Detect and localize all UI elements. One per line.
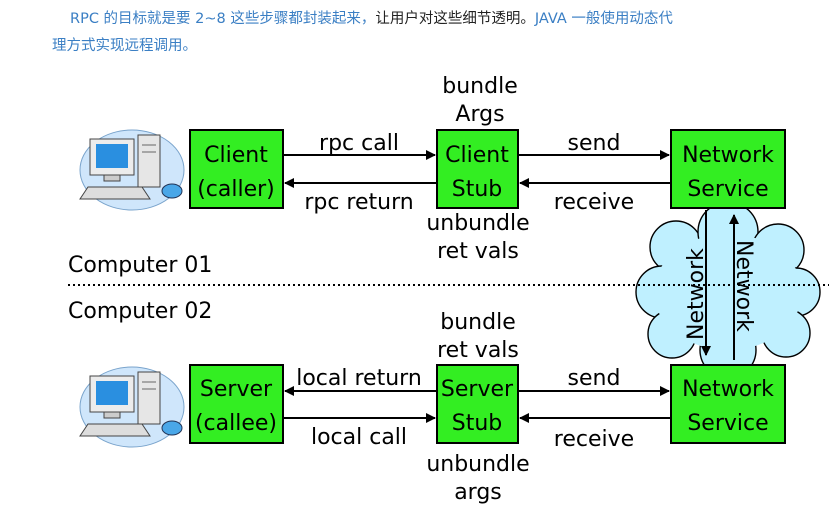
label-send-top: send xyxy=(568,131,621,156)
intro-text-4: 理方式实现远程调用。 xyxy=(52,38,197,54)
svg-text:Client: Client xyxy=(445,143,509,168)
svg-text:Stub: Stub xyxy=(452,411,503,436)
cloud-label-left: Network xyxy=(684,248,709,340)
svg-text:(caller): (caller) xyxy=(197,177,275,202)
svg-text:(callee): (callee) xyxy=(195,411,277,436)
server-box: Server (callee) xyxy=(189,364,284,444)
svg-text:Service: Service xyxy=(687,177,768,202)
svg-text:Server: Server xyxy=(200,377,273,402)
network-cloud xyxy=(635,201,821,379)
label-send-bottom: send xyxy=(568,366,621,391)
label-ret-vals: ret vals xyxy=(437,239,519,264)
label-computer-01: Computer 01 xyxy=(68,253,212,278)
intro-text-2: 让用户对这些细节透明。 xyxy=(375,11,535,27)
label-rpc-call: rpc call xyxy=(319,131,399,156)
label-local-call: local call xyxy=(311,425,407,450)
label-rpc-return: rpc return xyxy=(304,190,413,215)
label-local-return: local return xyxy=(296,366,422,391)
label-args: Args xyxy=(455,102,504,127)
network-service-box-top: Network Service xyxy=(670,129,786,209)
server-stub-box: Server Stub xyxy=(436,364,519,444)
label-bundle: bundle xyxy=(442,74,517,99)
label-receive-bottom: receive xyxy=(554,427,634,452)
label-receive-top: receive xyxy=(554,190,634,215)
label-unbundle: unbundle xyxy=(426,211,529,236)
svg-text:Network: Network xyxy=(682,143,774,168)
computer-icon-top xyxy=(79,129,185,211)
label-unbundle-bottom: unbundle xyxy=(426,452,529,477)
intro-text-1: RPC 的目标就是要 2~8 这些步骤都封装起来， xyxy=(70,11,376,27)
intro-paragraph: RPC 的目标就是要 2~8 这些步骤都封装起来，让用户对这些细节透明。JAVA… xyxy=(52,6,812,60)
svg-text:Stub: Stub xyxy=(452,177,503,202)
label-bundle-bottom: bundle xyxy=(440,310,515,335)
label-ret-vals-bottom: ret vals xyxy=(437,338,519,363)
label-args-bottom: args xyxy=(454,480,502,505)
intro-text-3: JAVA 一般使用动态代 xyxy=(534,11,673,27)
label-computer-02: Computer 02 xyxy=(68,299,212,324)
client-box: Client (caller) xyxy=(189,129,284,209)
client-stub-box: Client Stub xyxy=(436,129,519,209)
network-service-box-bottom: Network Service xyxy=(670,364,786,444)
cloud-label-right: Network xyxy=(731,240,756,332)
svg-text:Service: Service xyxy=(687,411,768,436)
svg-text:Server: Server xyxy=(441,377,514,402)
svg-text:Network: Network xyxy=(682,377,774,402)
computer-icon-bottom xyxy=(79,366,185,448)
svg-text:Client: Client xyxy=(204,143,268,168)
